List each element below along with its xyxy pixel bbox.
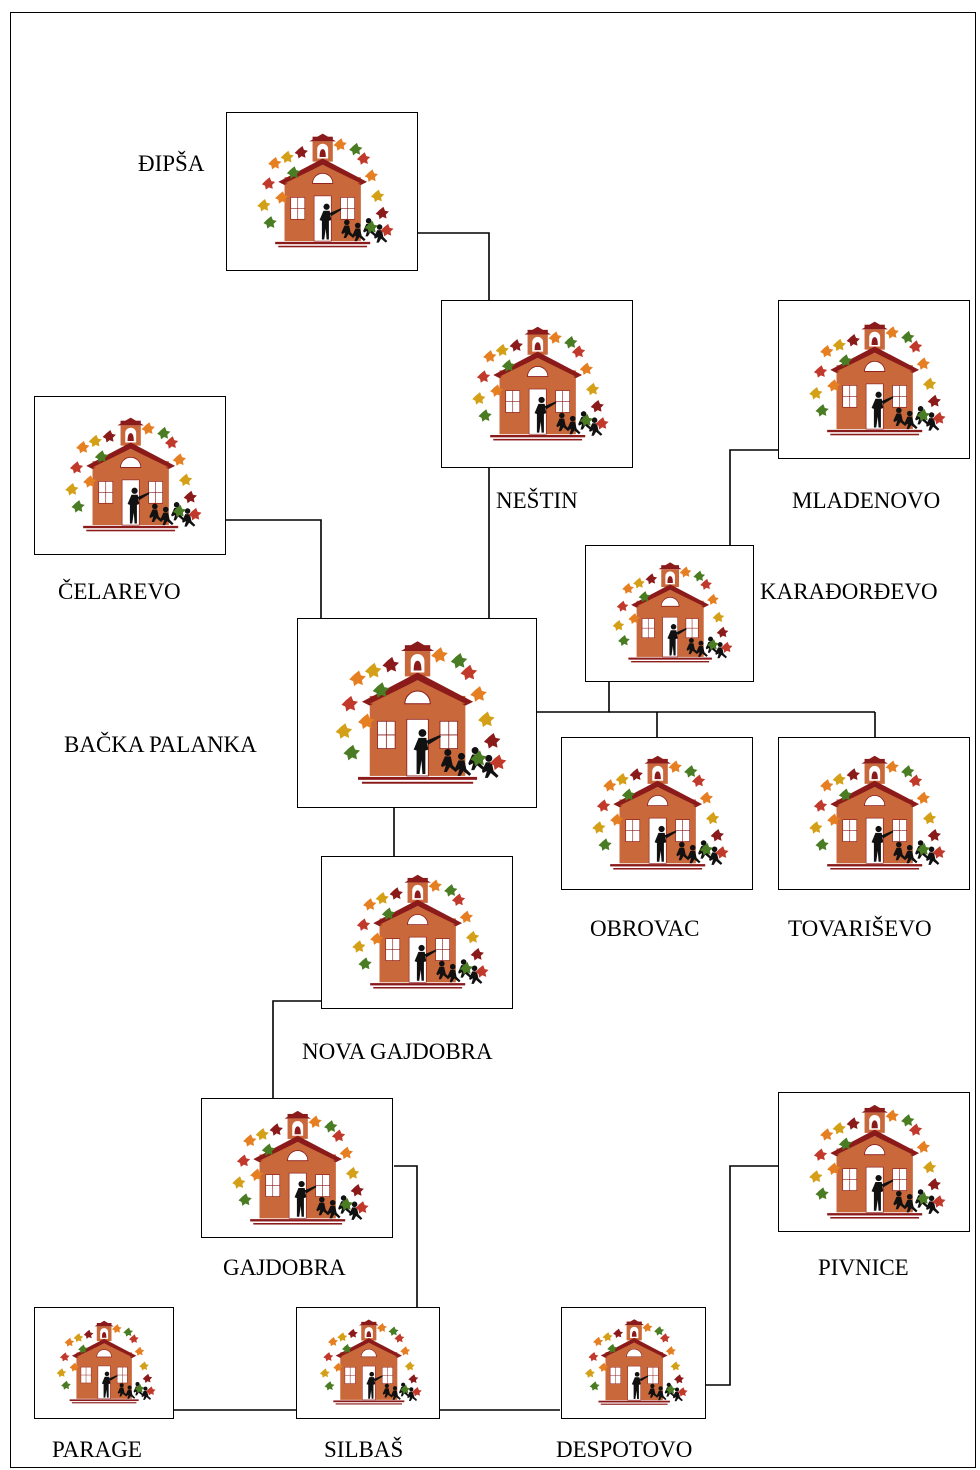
schoolhouse-icon [319, 1319, 422, 1405]
label-obrovac: OBROVAC [590, 916, 700, 941]
label-parage: PARAGE [52, 1437, 142, 1462]
label-despotovo: DESPOTOVO [556, 1437, 693, 1462]
school-node-mladenovo[interactable] [778, 300, 970, 459]
connector-dipsa-nestin [418, 232, 490, 300]
label-tovarisevo: TOVARIŠEVO [788, 916, 932, 941]
label-silbas: SILBAŠ [324, 1437, 404, 1462]
school-node-despotovo[interactable] [561, 1307, 706, 1419]
schoolhouse-icon [584, 1319, 688, 1406]
school-node-parage[interactable] [34, 1307, 174, 1419]
school-node-celarevo[interactable] [34, 396, 226, 555]
connector-mladenovo-karadjordjevo [729, 449, 778, 545]
school-node-backa-palanka[interactable] [297, 618, 537, 808]
connector-nova-gajdobra-gajdobra [272, 1000, 321, 1098]
school-node-gajdobra[interactable] [201, 1098, 393, 1238]
schoolhouse-icon [257, 133, 394, 248]
schoolhouse-icon [809, 755, 946, 870]
school-node-nestin[interactable] [441, 300, 633, 468]
school-node-tovarisevo[interactable] [778, 737, 970, 890]
label-celarevo: ČELAREVO [58, 579, 181, 604]
label-gajdobra: GAJDOBRA [223, 1255, 346, 1280]
connector-karadjordjevo-backa-palanka [537, 682, 610, 713]
school-node-dipsa[interactable] [226, 112, 418, 271]
label-backa-palanka: BAČKA PALANKA [64, 732, 257, 757]
label-nova-gajdobra: NOVA GAJDOBRA [302, 1039, 493, 1064]
label-mladenovo: MLADENOVO [792, 488, 941, 513]
label-nestin: NEŠTIN [496, 488, 578, 513]
label-karadjordjevo: KARAĐORĐEVO [760, 579, 938, 604]
schoolhouse-icon [65, 417, 202, 532]
schoolhouse-icon [57, 1321, 157, 1404]
school-node-nova-gajdobra[interactable] [321, 856, 513, 1009]
label-dipsa: ĐIPŠA [138, 151, 205, 176]
schoolhouse-icon [612, 562, 733, 663]
school-node-obrovac[interactable] [561, 737, 753, 890]
school-node-pivnice[interactable] [778, 1092, 970, 1232]
connector-despotovo-pivnice [706, 1165, 778, 1386]
schoolhouse-icon [352, 874, 489, 989]
schoolhouse-icon [809, 321, 946, 436]
schoolhouse-icon [336, 640, 507, 784]
schoolhouse-icon [472, 326, 609, 441]
schoolhouse-icon [592, 755, 729, 870]
school-node-silbas[interactable] [296, 1307, 440, 1419]
schoolhouse-icon [809, 1104, 946, 1219]
schoolhouse-icon [232, 1110, 369, 1225]
connector-gajdobra-silbas [394, 1165, 418, 1337]
label-pivnice: PIVNICE [818, 1255, 909, 1280]
connector-celarevo-backa-palanka [226, 519, 322, 618]
school-node-karadjordjevo[interactable] [585, 545, 754, 682]
